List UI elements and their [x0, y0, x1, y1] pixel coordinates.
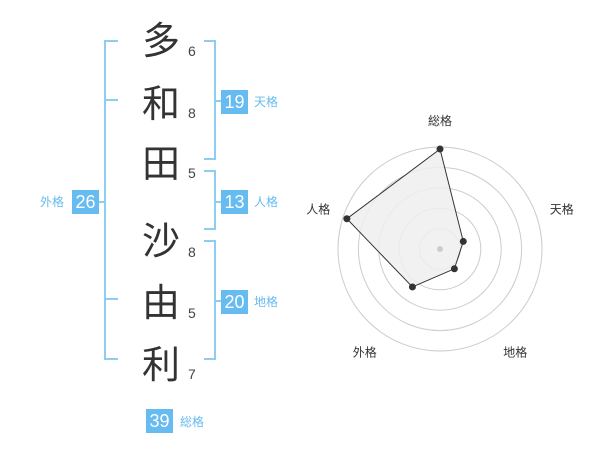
tenkaku-bracket-stem: [214, 100, 222, 102]
jinkaku-badge: 13: [221, 190, 248, 214]
stroke-count-2: 8: [188, 105, 196, 121]
gaikaku-label: 外格: [40, 195, 65, 209]
stroke-count-3: 5: [188, 165, 196, 181]
name-char-2: 和: [141, 82, 180, 126]
name-char-6: 利: [141, 343, 180, 387]
soukaku-badge: 39: [146, 409, 173, 433]
name-char-4: 沙: [141, 219, 180, 263]
stroke-count-6: 7: [188, 366, 196, 382]
stroke-count-5: 5: [188, 305, 196, 321]
chikaku-badge: 20: [221, 290, 248, 314]
gaikaku-bracket: [104, 40, 106, 360]
chikaku-bracket-stem: [214, 300, 222, 302]
gaikaku-bracket-tick-2: [104, 298, 118, 300]
radar-axis-label-0: 総格: [428, 113, 452, 128]
stroke-count-4: 8: [188, 244, 196, 260]
gaikaku-bracket-tick-1: [104, 99, 118, 101]
tenkaku-badge: 19: [221, 90, 248, 114]
jinkaku-bracket-bottom: [204, 228, 216, 230]
jinkaku-label: 人格: [254, 195, 279, 209]
radar-axis-label-2: 地格: [503, 345, 527, 360]
radar-point-1: [459, 237, 467, 245]
chikaku-label: 地格: [254, 295, 279, 309]
name-char-5: 由: [141, 281, 180, 325]
radar-point-3: [408, 283, 416, 291]
radar-point-0: [436, 145, 444, 153]
gaikaku-bracket-top: [104, 40, 118, 42]
radar-axis-label-1: 天格: [550, 201, 574, 216]
radar-axis-label-3: 外格: [353, 345, 377, 360]
soukaku-label: 総格: [180, 415, 205, 429]
chikaku-bracket-top: [204, 240, 216, 242]
tenkaku-bracket-top: [204, 40, 216, 42]
radar-series-area: [346, 148, 464, 288]
gaikaku-bracket-stem: [98, 201, 106, 203]
chikaku-bracket-bottom: [204, 358, 216, 360]
stroke-count-1: 6: [188, 43, 196, 59]
radar-point-2: [450, 265, 458, 273]
jinkaku-bracket-stem: [214, 201, 222, 203]
gaikaku-bracket-bottom: [104, 358, 118, 360]
radar-point-4: [343, 215, 351, 223]
tenkaku-bracket-bottom: [204, 158, 216, 160]
name-char-3: 田: [141, 142, 180, 186]
name-char-1: 多: [141, 19, 180, 63]
radar-axis-label-4: 人格: [306, 201, 330, 216]
jinkaku-bracket-top: [204, 170, 216, 172]
tenkaku-label: 天格: [254, 95, 279, 109]
radar-center-dot: [437, 246, 443, 252]
gaikaku-badge: 26: [72, 190, 99, 214]
jinkaku-bracket: [214, 170, 216, 230]
